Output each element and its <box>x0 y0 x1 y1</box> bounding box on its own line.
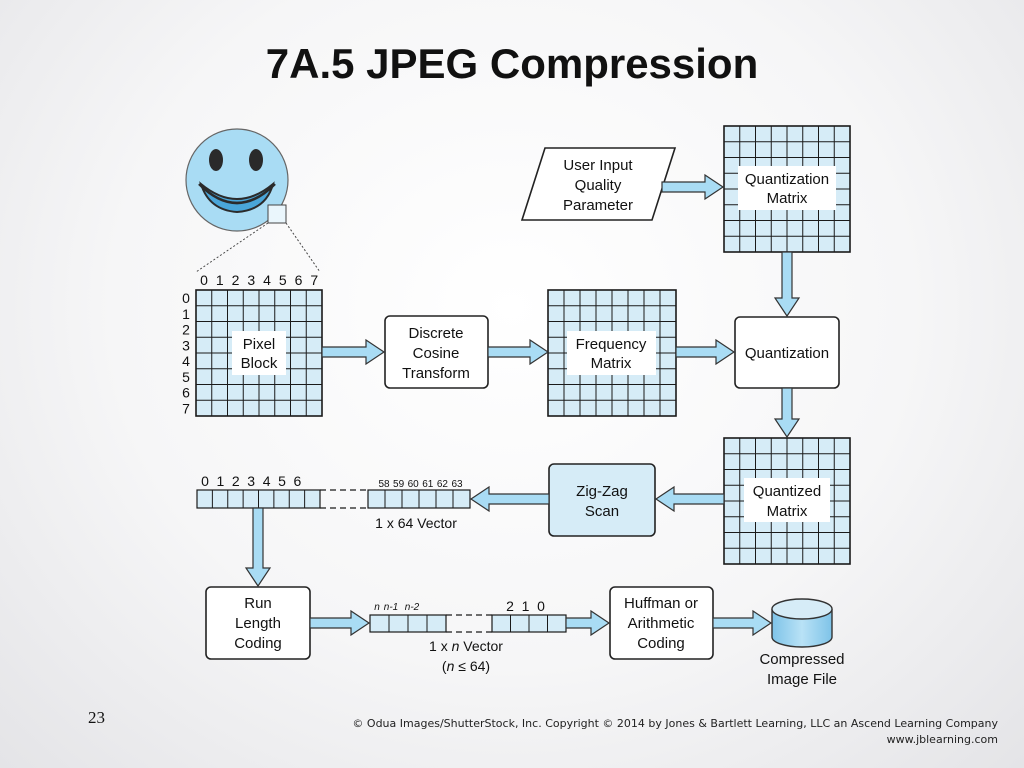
vector64-left-label: 4 <box>263 473 271 489</box>
arrow-huffman-to-file <box>712 609 773 637</box>
pixel-row-label: 1 <box>182 306 190 322</box>
pixel-row-label: 5 <box>182 369 190 385</box>
vector-1xn <box>369 614 567 633</box>
vector-1xn-caption: 1 x n Vector <box>429 638 503 654</box>
rlc-label-line3: Coding <box>234 635 282 652</box>
vector64-left-label: 1 <box>217 473 225 489</box>
quantized-matrix-label-line1: Quantized <box>753 483 821 500</box>
copyright-notice: © Odua Images/ShutterStock, Inc. Copyrig… <box>352 716 998 748</box>
quantization-matrix-label-line1: Quantization <box>745 171 829 188</box>
zoom-line-left <box>195 222 269 273</box>
huffman-label-line3: Coding <box>637 635 685 652</box>
vector64-left-label: 3 <box>247 473 255 489</box>
arrow-vectorn-to-huffman <box>565 609 611 637</box>
arrow-zigzag-to-vector64 <box>469 485 550 513</box>
vector64-right-label: 59 <box>393 479 405 490</box>
huffman-label-line2: Arithmetic <box>628 615 695 632</box>
pixel-block-label-line1: Pixel <box>243 336 276 353</box>
pixel-block-label-line2: Block <box>241 355 278 372</box>
vector64-left-label: 6 <box>294 473 302 489</box>
rlc-label-line2: Length <box>235 615 281 632</box>
pixel-col-label: 4 <box>263 272 271 288</box>
arrow-rlc-to-vectorn <box>309 609 371 637</box>
pixel-col-label: 3 <box>247 272 255 288</box>
vector-1x64 <box>196 489 471 509</box>
arrow-frequency-to-quantization <box>675 338 736 366</box>
compressed-file-label-line2: Image File <box>767 671 837 688</box>
copyright-line2: www.jblearning.com <box>886 733 998 746</box>
vector64-right-label: 61 <box>422 479 434 490</box>
pixel-col-label: 5 <box>279 272 287 288</box>
flow-arrows <box>244 173 801 637</box>
vector-1xn-left-labels: n n-1 n-2 <box>374 602 419 613</box>
zigzag-label-line1: Zig-Zag <box>576 483 628 500</box>
vectorn-left-label: n-2 <box>405 602 420 613</box>
dct-label-line3: Transform <box>402 365 470 382</box>
vector64-right-label: 58 <box>378 479 390 490</box>
pixel-block-selection <box>267 204 287 224</box>
vector64-left-label: 5 <box>278 473 286 489</box>
pixel-col-label: 2 <box>232 272 240 288</box>
pixel-row-label: 7 <box>182 400 190 416</box>
dct-label-line1: Discrete <box>408 325 463 342</box>
slide-title: 7A.5 JPEG Compression <box>265 40 759 87</box>
vector64-left-label: 0 <box>201 473 209 489</box>
quantization-matrix-label-line2: Matrix <box>767 190 808 207</box>
vector-1x64-caption: 1 x 64 Vector <box>375 515 457 531</box>
arrow-pixel-to-dct <box>321 338 386 366</box>
user-input-label-line3: Parameter <box>563 197 633 214</box>
dct-label-line2: Cosine <box>413 345 460 362</box>
arrow-quantization-to-quantized-matrix <box>773 387 801 439</box>
zigzag-label-line2: Scan <box>585 503 619 520</box>
compressed-file-label-line1: Compressed <box>759 651 844 668</box>
quantized-matrix-label-line2: Matrix <box>767 503 808 520</box>
pixel-col-label: 1 <box>216 272 224 288</box>
pixel-col-label: 7 <box>310 272 318 288</box>
vector64-right-label: 60 <box>408 479 420 490</box>
user-input-label-line2: Quality <box>575 177 622 194</box>
smiley-face-image <box>185 128 289 232</box>
frequency-matrix-label-line1: Frequency <box>576 336 647 353</box>
vector64-left-label: 2 <box>232 473 240 489</box>
pixel-row-label: 4 <box>182 353 190 369</box>
compressed-file-cylinder-icon <box>771 598 833 648</box>
huffman-label-line1: Huffman or <box>624 595 698 612</box>
vectorn-right-label: 1 <box>522 598 530 614</box>
zoom-line-right <box>285 222 321 273</box>
arrow-dct-to-frequency <box>487 338 550 366</box>
vector64-right-label: 62 <box>437 479 449 490</box>
copyright-line1: © Odua Images/ShutterStock, Inc. Copyrig… <box>352 717 998 730</box>
user-input-label-line1: User Input <box>563 157 633 174</box>
slide-page-number: 23 <box>88 708 105 727</box>
arrow-vector64-to-rlc <box>244 507 272 588</box>
pixel-row-label: 6 <box>182 385 190 401</box>
pixel-col-label: 0 <box>200 272 208 288</box>
vector-1xn-caption-constraint: (n ≤ 64) <box>442 658 490 674</box>
frequency-matrix-label-line2: Matrix <box>591 355 632 372</box>
pixel-row-label: 0 <box>182 290 190 306</box>
arrow-quantized-to-zigzag <box>654 485 725 513</box>
vectorn-right-label: 2 <box>506 598 514 614</box>
pixel-row-label: 2 <box>182 322 190 338</box>
quantization-label: Quantization <box>745 345 829 362</box>
vectorn-right-label: 0 <box>537 598 545 614</box>
arrow-quantization-matrix-to-quantization <box>773 251 801 318</box>
user-input-parallelogram <box>520 147 677 221</box>
pixel-col-label: 6 <box>295 272 303 288</box>
vector64-right-label: 63 <box>451 479 463 490</box>
zigzag-scan-box <box>548 463 656 537</box>
rlc-label-line1: Run <box>244 595 272 612</box>
arrow-input-to-quantization-matrix <box>661 173 725 201</box>
vectorn-left-label: n <box>374 602 380 613</box>
vectorn-left-label: n-1 <box>384 602 398 613</box>
pixel-row-label: 3 <box>182 337 190 353</box>
